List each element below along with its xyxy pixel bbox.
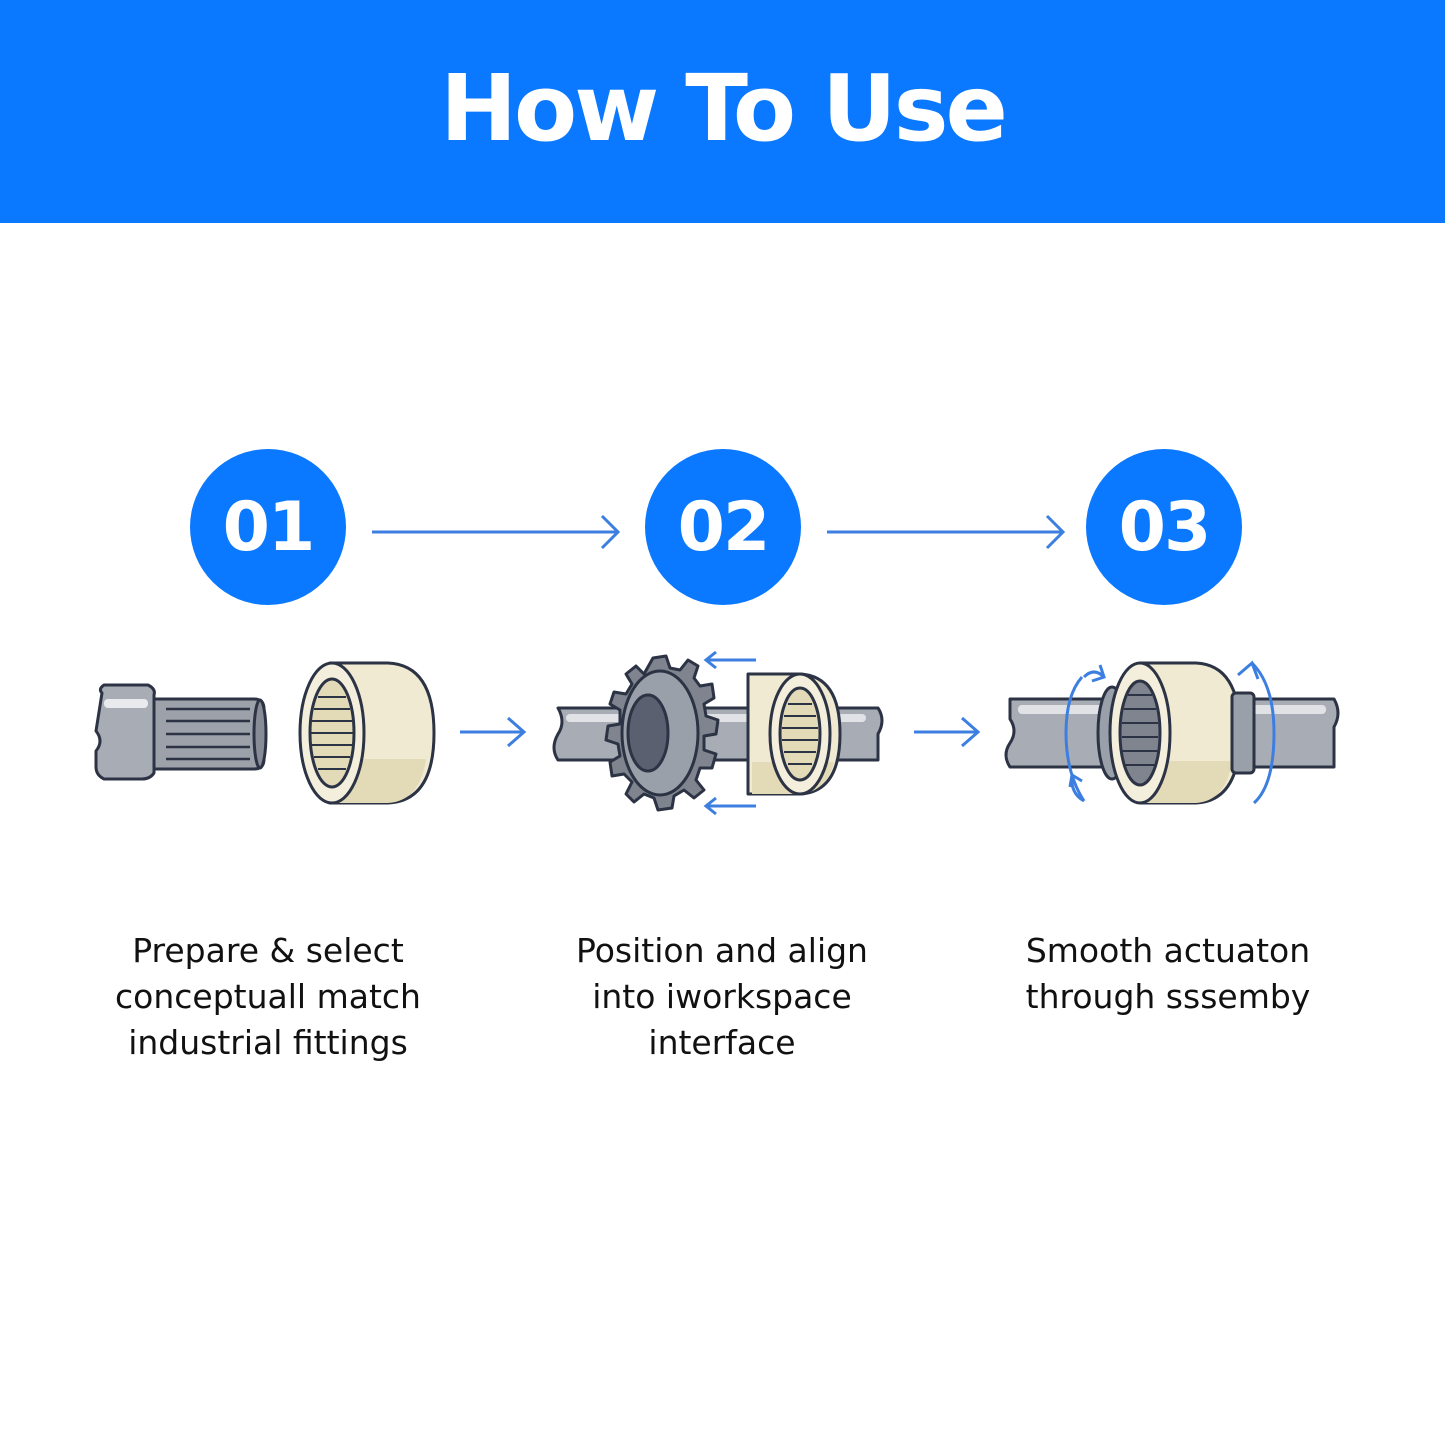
step-2-caption-line: interface — [648, 1023, 796, 1062]
step-2-illustration-icon — [552, 650, 884, 816]
step-3-badge: 03 — [1086, 449, 1242, 605]
illustration-arrow-1-icon — [460, 716, 527, 748]
step-3-caption-line: through sssemby — [1025, 977, 1311, 1016]
step-2-caption-line: into iworkspace — [592, 977, 852, 1016]
badge-arrow-1-icon — [372, 514, 621, 550]
illustration-arrow-2-icon — [914, 716, 981, 748]
step-3-caption-line: Smooth actuaton — [1025, 931, 1311, 970]
step-2-caption: Position and align into iworkspace inter… — [512, 928, 932, 1066]
header-banner: How To Use — [0, 0, 1445, 223]
badge-arrow-2-icon — [827, 514, 1066, 550]
step-2-badge: 02 — [645, 449, 801, 605]
step-1-caption-line: conceptuall match — [115, 977, 421, 1016]
step-3-illustration-icon — [1004, 660, 1340, 805]
step-2-caption-line: Position and align — [576, 931, 868, 970]
page-title: How To Use — [440, 54, 1008, 162]
step-3-caption: Smooth actuaton through sssemby — [958, 928, 1378, 1020]
step-1-illustration-icon — [94, 661, 436, 805]
step-1-caption: Prepare & select conceptuall match indus… — [58, 928, 478, 1066]
step-1-caption-line: industrial fittings — [128, 1023, 408, 1062]
step-1-badge: 01 — [190, 449, 346, 605]
step-1-caption-line: Prepare & select — [132, 931, 404, 970]
